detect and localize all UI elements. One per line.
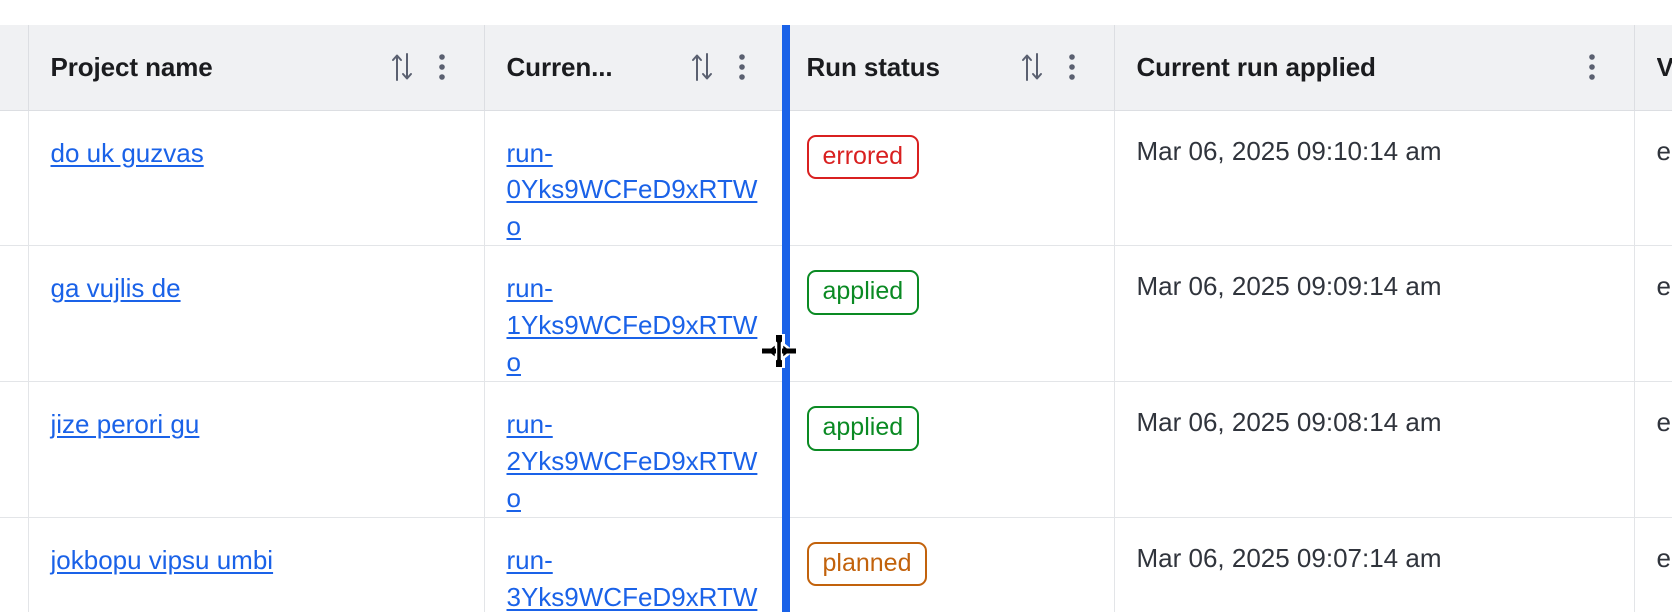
table-header: Project name	[0, 25, 1672, 111]
cell-current-run: run-1Yks9WCFeD9xRTWo	[484, 245, 785, 382]
current-run-applied-text: Mar 06, 2025 09:09:14 am	[1136, 271, 1442, 302]
header-label-run-status: Run status	[806, 51, 940, 82]
data-grid-scroll-container[interactable]: Project name	[0, 25, 1672, 612]
current-run-applied-text: Mar 06, 2025 09:10:14 am	[1136, 135, 1442, 166]
header-cell-gutter	[0, 25, 29, 111]
cell-project-name: jokbopu vipsu umbi	[28, 517, 485, 612]
current-run-link[interactable]: run-0Yks9WCFeD9xRTWo	[506, 137, 758, 242]
cell-project-name: jize perori gu	[28, 381, 485, 518]
cell-next-column: e	[1634, 245, 1672, 382]
cell-next-column: e	[1634, 110, 1672, 247]
table-row[interactable]: jize perori gu run-2Yks9WCFeD9xRTWo appl…	[0, 381, 1672, 518]
row-gutter-cell	[0, 110, 29, 247]
header-label-current-run-applied: Current run applied	[1136, 51, 1376, 82]
row-gutter-cell	[0, 245, 29, 382]
kebab-menu-icon[interactable]	[1052, 45, 1092, 89]
next-column-text: e	[1656, 271, 1671, 302]
status-badge: errored	[806, 134, 920, 180]
header-cell-current-run[interactable]: Curren...	[484, 25, 785, 111]
cell-current-run-applied: Mar 06, 2025 09:07:14 am	[1114, 517, 1635, 612]
cell-project-name: do uk guzvas	[28, 110, 485, 247]
projects-table: Project name	[0, 25, 1672, 612]
next-column-text: e	[1656, 542, 1671, 573]
cell-current-run: run-0Yks9WCFeD9xRTWo	[484, 110, 785, 247]
current-run-link[interactable]: run-3Yks9WCFeD9xRTWo	[506, 544, 758, 612]
header-label-current-run: Curren...	[506, 51, 613, 82]
cell-current-run-applied: Mar 06, 2025 09:08:14 am	[1114, 381, 1635, 518]
kebab-menu-icon[interactable]	[722, 45, 762, 89]
header-label-project-name: Project name	[50, 51, 213, 82]
header-row: Project name	[0, 25, 1672, 111]
table-row[interactable]: jokbopu vipsu umbi run-3Yks9WCFeD9xRTWo …	[0, 517, 1672, 612]
current-run-link[interactable]: run-1Yks9WCFeD9xRTWo	[506, 273, 758, 378]
table-row[interactable]: do uk guzvas run-0Yks9WCFeD9xRTWo errore…	[0, 110, 1672, 247]
column-resize-guide[interactable]	[782, 25, 790, 612]
header-cell-current-run-applied[interactable]: Current run applied	[1114, 25, 1635, 111]
project-name-link[interactable]: ga vujlis de	[50, 273, 181, 304]
header-cell-project-name[interactable]: Project name	[28, 25, 485, 111]
header-cell-next-column[interactable]: V	[1634, 25, 1672, 111]
table-body: do uk guzvas run-0Yks9WCFeD9xRTWo errore…	[0, 110, 1672, 612]
sort-arrows-icon[interactable]	[682, 45, 722, 89]
current-run-link[interactable]: run-2Yks9WCFeD9xRTWo	[506, 408, 758, 513]
cell-run-status: planned	[784, 517, 1115, 612]
header-label-next-column: V	[1657, 52, 1672, 83]
sort-arrows-icon[interactable]	[1012, 45, 1052, 89]
header-cell-run-status[interactable]: Run status	[784, 25, 1115, 111]
next-column-text: e	[1656, 135, 1671, 166]
status-badge: applied	[806, 405, 920, 451]
status-badge: applied	[806, 270, 920, 315]
sort-arrows-icon[interactable]	[382, 45, 422, 89]
cell-run-status: applied	[784, 245, 1115, 382]
project-name-link[interactable]: jize perori gu	[50, 408, 200, 439]
kebab-menu-icon[interactable]	[1572, 45, 1612, 89]
kebab-menu-icon[interactable]	[422, 45, 462, 89]
cell-current-run-applied: Mar 06, 2025 09:09:14 am	[1114, 245, 1635, 382]
current-run-applied-text: Mar 06, 2025 09:08:14 am	[1136, 406, 1442, 437]
cell-run-status: applied	[784, 381, 1115, 518]
project-name-link[interactable]: do uk guzvas	[50, 137, 204, 168]
project-name-link[interactable]: jokbopu vipsu umbi	[50, 544, 274, 575]
cell-current-run: run-2Yks9WCFeD9xRTWo	[484, 381, 785, 518]
cell-current-run: run-3Yks9WCFeD9xRTWo	[484, 517, 785, 612]
status-badge: planned	[806, 541, 928, 587]
table-row[interactable]: ga vujlis de run-1Yks9WCFeD9xRTWo applie…	[0, 245, 1672, 382]
next-column-text: e	[1656, 406, 1671, 437]
current-run-applied-text: Mar 06, 2025 09:07:14 am	[1136, 542, 1442, 573]
row-gutter-cell	[0, 517, 29, 612]
cell-run-status: errored	[784, 110, 1115, 247]
row-gutter-cell	[0, 381, 29, 518]
cell-current-run-applied: Mar 06, 2025 09:10:14 am	[1114, 110, 1635, 247]
cell-next-column: e	[1634, 517, 1672, 612]
cell-next-column: e	[1634, 381, 1672, 518]
cell-project-name: ga vujlis de	[28, 245, 485, 382]
